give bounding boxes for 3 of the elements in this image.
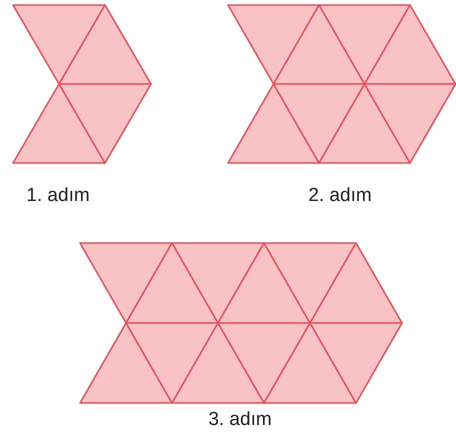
step-caption: 2. adım	[308, 185, 372, 207]
step-caption: 3. adım	[208, 409, 272, 431]
step-caption: 1. adım	[26, 185, 90, 207]
